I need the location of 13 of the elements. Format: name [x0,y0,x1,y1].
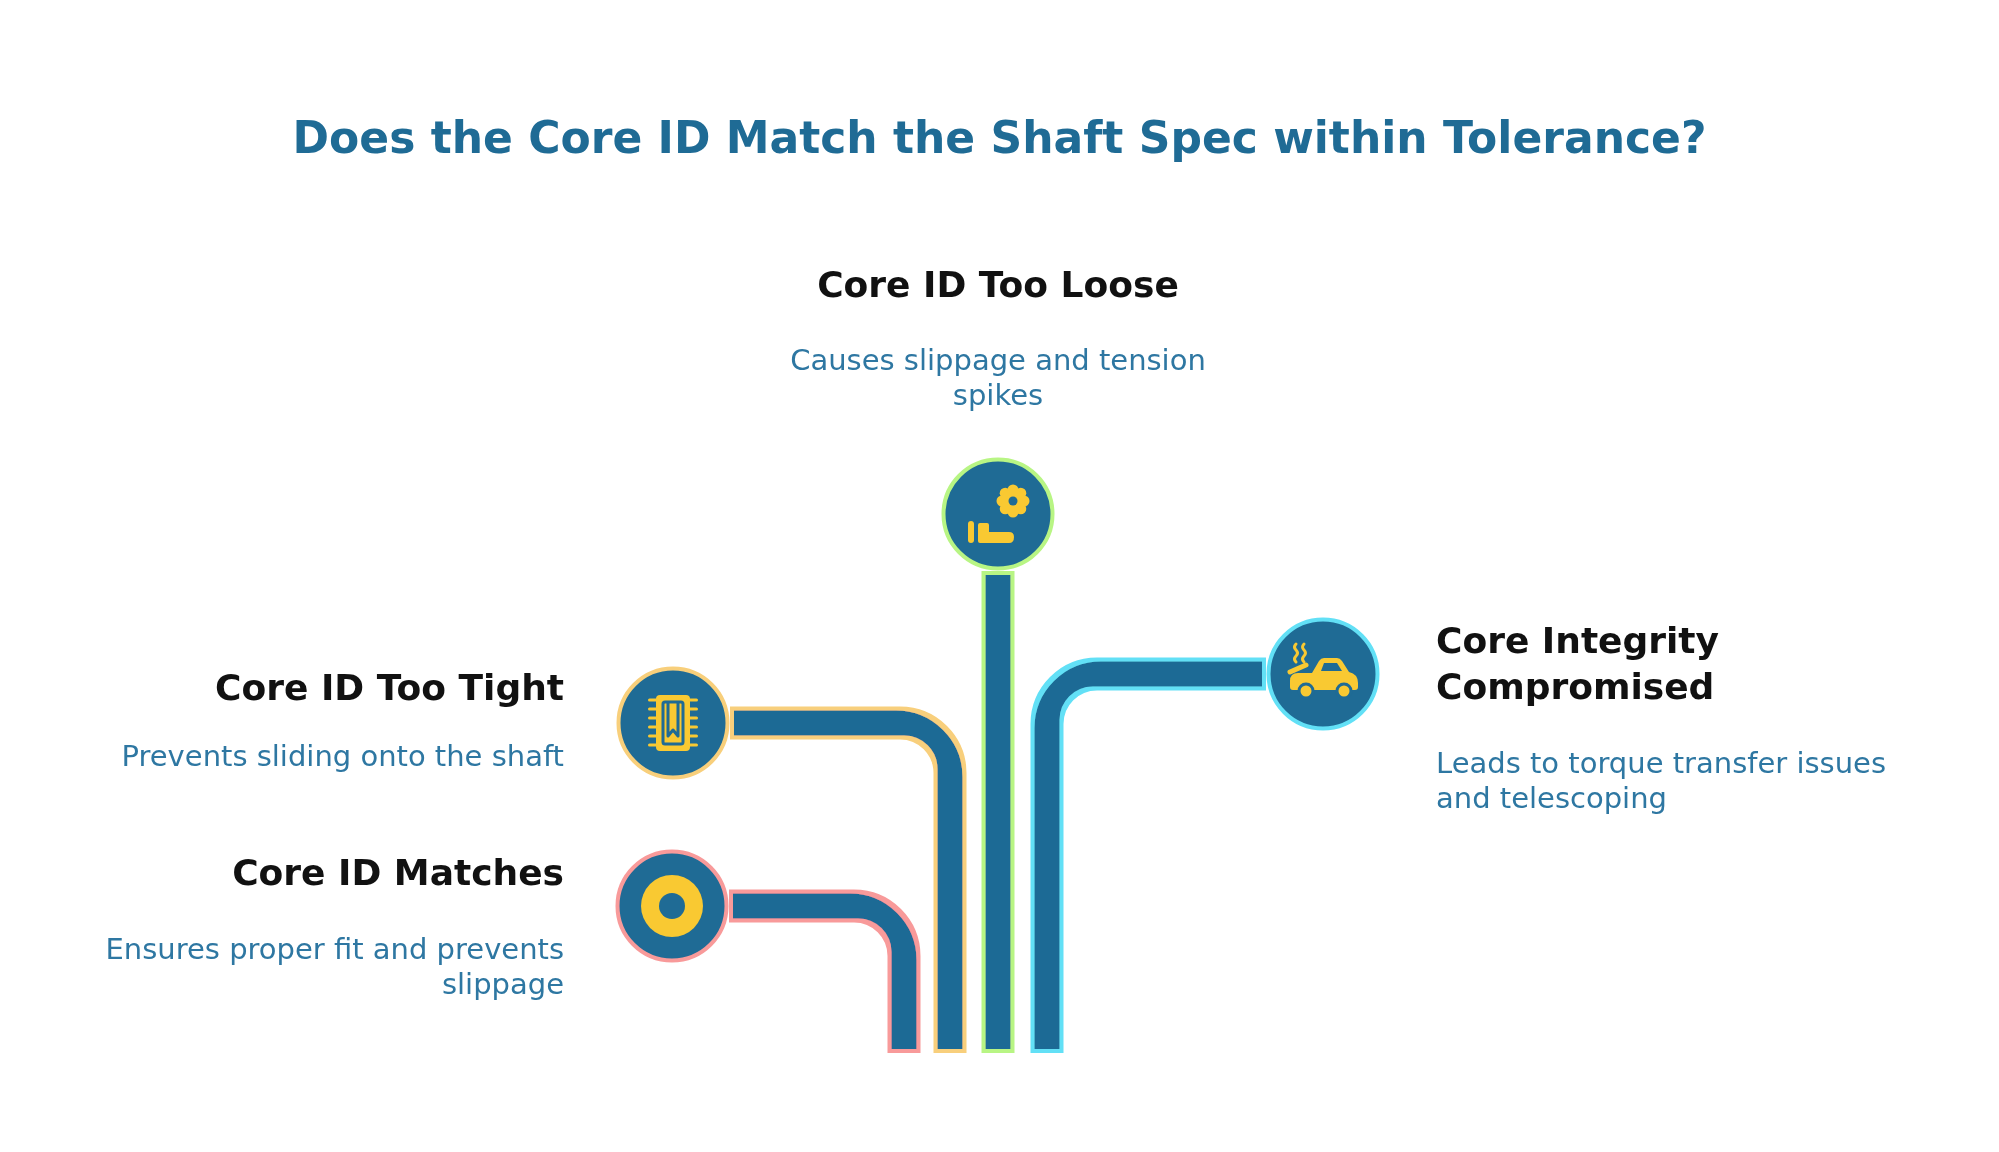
title: Does the Core ID Match the Shaft Spec within Tolerance? [292,111,1707,165]
description: Leads to torque transfer issues and telescoping [1436,746,1888,816]
heading: Core ID Too Tight [214,666,564,710]
pipe-connector [981,571,1015,1053]
pipe-connector [730,706,967,1053]
heading: Core ID Matches [231,851,564,895]
description: Causes slippage and tension spikes [789,343,1207,413]
description: Ensures proper fit and prevents slippage [104,932,564,1002]
description: Prevents sliding onto the shaft [120,739,564,774]
heading: Core Integrity Compromised [1436,619,1721,709]
pipe-connector [1030,657,1266,1053]
pipe-connector [729,889,921,1053]
heading: Core ID Too Loose [816,263,1180,307]
